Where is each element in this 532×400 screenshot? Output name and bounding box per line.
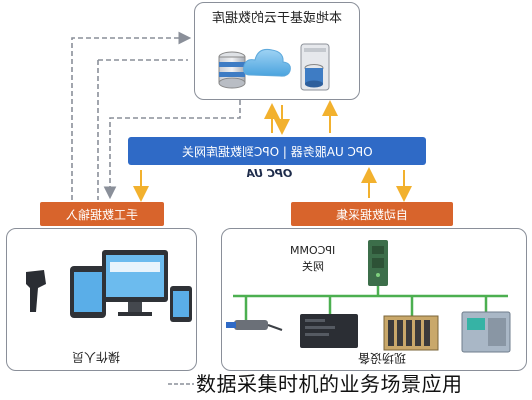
- manual-data-input-label: 手工数据输入: [40, 202, 164, 226]
- database-icon: [218, 51, 246, 89]
- ipcomm-gateway-icon: [368, 240, 388, 286]
- industrial-pc-icon: [300, 314, 358, 348]
- network-bus: [233, 286, 508, 320]
- caption: 数据采集时机的业务场景应用: [196, 372, 463, 396]
- plc-io-module-icon: [383, 315, 439, 351]
- sensor-icon: [226, 320, 283, 331]
- tablet-icon: [70, 266, 106, 318]
- auto-data-collection-label: 自动数据采集: [291, 202, 453, 226]
- opc-ua-server-bar: OPC UA服务器 | OPC到数据库网关: [128, 137, 426, 165]
- server-icon: [300, 43, 330, 91]
- barcode-scanner-icon: [26, 270, 46, 312]
- controller-icon: [461, 311, 511, 353]
- monitor-icon: [102, 250, 168, 316]
- manual-input-links: [71, 31, 241, 200]
- phone-icon: [170, 286, 192, 322]
- db-sync-arrows: [264, 103, 290, 135]
- cloud-icon: [243, 49, 291, 77]
